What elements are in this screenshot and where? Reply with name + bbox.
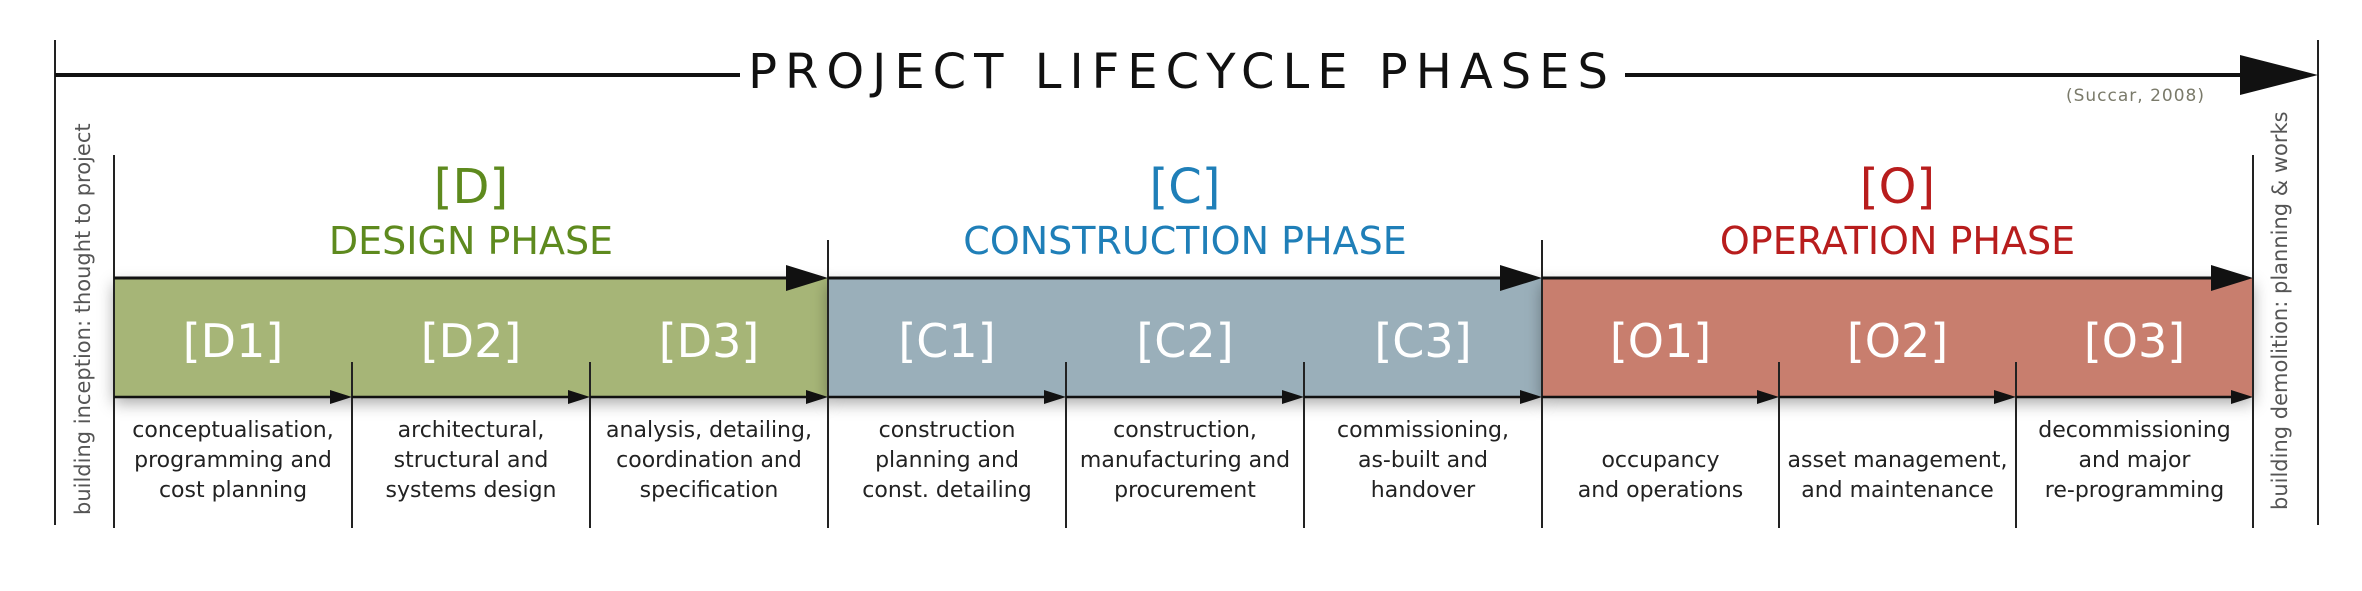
subphase-code: [D1] <box>183 314 284 368</box>
subphase-arrowhead <box>2231 390 2253 404</box>
subphase-code: [C2] <box>1136 314 1233 368</box>
subphase-code: [O3] <box>2084 314 2185 368</box>
phase-name-design: DESIGN PHASE <box>329 219 613 263</box>
subphase-d3: [D3] analysis, detailing, coordination and… <box>589 314 828 528</box>
left-side-label: building inception: thought to project <box>71 123 95 515</box>
subphase-description-line: architectural, <box>398 418 545 443</box>
subphase-description-line: construction <box>879 418 1016 443</box>
subphase-o3: [O3] decommissioning and major re-programmi… <box>2015 314 2253 528</box>
subphase-description-line: re-programming <box>2045 478 2224 503</box>
phase-arrowhead-construction <box>1500 265 1542 291</box>
subphase-description-line: and operations <box>1578 478 1743 503</box>
phase-bar-design <box>114 278 828 397</box>
subphase-description-line: construction, <box>1113 418 1257 443</box>
subphase-description-line: manufacturing and <box>1080 448 1290 473</box>
subphase-d1: [D1] conceptualisation, programming and cos… <box>114 314 352 503</box>
phase-name-operation: OPERATION PHASE <box>1720 219 2075 263</box>
subphase-description-line: cost planning <box>159 478 307 503</box>
subphase-description-line: programming and <box>134 448 332 473</box>
subphase-description-line: asset management, <box>1788 448 2008 473</box>
subphase-description-line: occupancy <box>1601 448 1719 473</box>
diagram-title: PROJECT LIFECYCLE PHASES <box>748 44 1616 100</box>
source-credit: (Succar, 2008) <box>2066 86 2205 106</box>
phase-name-construction: CONSTRUCTION PHASE <box>963 219 1406 263</box>
subphase-arrowhead <box>1520 390 1542 404</box>
phase-code-operation: [O] <box>1860 159 1935 215</box>
subphase-description-line: handover <box>1371 478 1476 503</box>
right-side-label: building demolition: planning & works <box>2268 111 2292 510</box>
subphase-description-line: commissioning, <box>1337 418 1509 443</box>
subphase-description-line: as-built and <box>1358 448 1488 473</box>
subphase-description-line: decommissioning <box>2038 418 2231 443</box>
subphase-description-line: structural and <box>394 448 549 473</box>
subphase-arrowhead <box>806 390 828 404</box>
timeline-arrowhead <box>2240 55 2318 95</box>
subphase-c1: [C1] construction planning and const. detai… <box>828 314 1066 503</box>
subphase-c3: [C3] commissioning, as-built and handover <box>1303 314 1542 528</box>
subphase-description-line: const. detailing <box>862 478 1031 503</box>
phase-bar-construction <box>828 278 1542 397</box>
subphase-description-line: coordination and <box>616 448 802 473</box>
subphase-code: [D3] <box>659 314 760 368</box>
subphase-code: [C3] <box>1374 314 1471 368</box>
phases-layer: [D]DESIGN PHASE [D1] conceptualisation, pro… <box>113 155 2254 528</box>
subphase-description-line: conceptualisation, <box>132 418 333 443</box>
subphase-description-line: planning and <box>875 448 1019 473</box>
subphase-code: [O2] <box>1847 314 1948 368</box>
subphase-code: [O1] <box>1610 314 1711 368</box>
phase-bar-operation <box>1542 278 2253 397</box>
phase-design: [D]DESIGN PHASE [D1] conceptualisation, pro… <box>113 155 828 528</box>
subphase-o1: [O1] occupancy and operations <box>1542 314 1779 503</box>
subphase-c2: [C2] construction, manufacturing and procur… <box>1065 314 1304 528</box>
subphase-arrowhead <box>1757 390 1779 404</box>
phase-operation: [O]OPERATION PHASE [O1] occupancy and opera… <box>1541 159 2253 528</box>
subphase-o2: [O2] asset management, and maintenance <box>1778 314 2016 528</box>
subphase-d2: [D2] architectural, structural and systems … <box>351 314 590 528</box>
subphase-arrowhead <box>1282 390 1304 404</box>
phase-arrowhead-operation <box>2211 265 2253 291</box>
subphase-code: [C1] <box>898 314 995 368</box>
subphase-description-line: procurement <box>1114 478 1256 503</box>
phase-arrowhead-design <box>786 265 828 291</box>
subphase-description-line: specification <box>640 478 779 503</box>
phase-code-construction: [C] <box>1150 159 1221 215</box>
subphase-arrowhead <box>1044 390 1066 404</box>
subphase-description-line: systems design <box>386 478 557 503</box>
phase-code-design: [D] <box>434 159 508 215</box>
subphase-arrowhead <box>330 390 352 404</box>
subphase-arrowhead <box>568 390 590 404</box>
subphase-description-line: and maintenance <box>1801 478 1994 503</box>
subphase-description-line: analysis, detailing, <box>606 418 812 443</box>
phase-construction: [C]CONSTRUCTION PHASE [C1] construction pla… <box>827 159 1542 528</box>
subphase-arrowhead <box>1994 390 2016 404</box>
subphase-description-line: and major <box>2079 448 2192 473</box>
subphase-code: [D2] <box>421 314 522 368</box>
